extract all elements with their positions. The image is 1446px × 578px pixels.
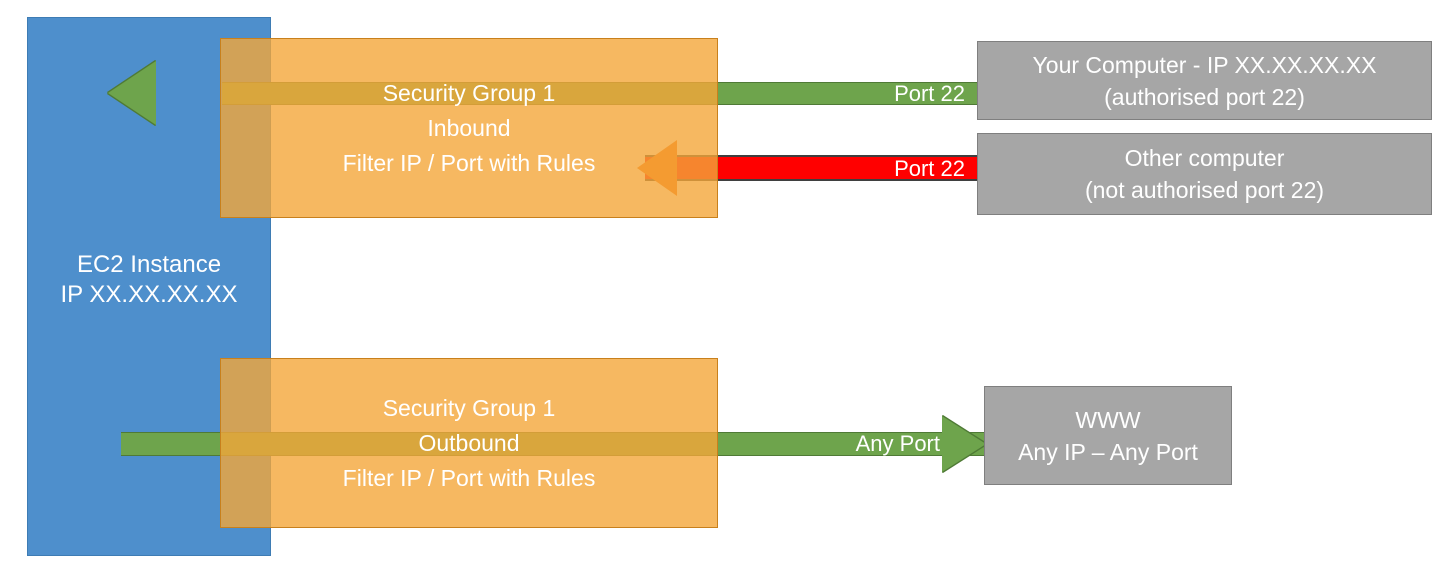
endpoint-other-computer-title: Other computer [1124, 145, 1285, 171]
endpoint-your-computer-title: Your Computer - IP XX.XX.XX.XX [1032, 51, 1377, 78]
security-group-outbound-title: Security Group 1 [382, 394, 556, 421]
security-group-outbound-box: Security Group 1 Outbound Filter IP / Po… [220, 358, 718, 528]
endpoint-your-computer-box: Your Computer - IP XX.XX.XX.XX (authoris… [977, 41, 1432, 120]
endpoint-your-computer-note: (authorised port 22) [1104, 83, 1305, 110]
flow-outbound-allowed-arrowhead-icon [942, 416, 986, 472]
security-group-inbound-direction: Inbound [427, 114, 511, 141]
endpoint-other-computer-box: Other computer (not authorised port 22) [977, 133, 1432, 215]
endpoint-other-computer-note: (not authorised port 22) [1084, 177, 1325, 203]
security-group-inbound-rules: Filter IP / Port with Rules [342, 149, 596, 176]
endpoint-www-title: WWW [1075, 406, 1141, 433]
security-group-outbound-rules: Filter IP / Port with Rules [342, 464, 596, 491]
security-group-inbound-title: Security Group 1 [382, 79, 556, 106]
endpoint-www-note: Any IP – Any Port [1018, 438, 1198, 465]
security-group-inbound-box: Security Group 1 Inbound Filter IP / Por… [220, 38, 718, 218]
flow-inbound-allowed-arrowhead-icon [108, 61, 156, 125]
endpoint-www-box: WWW Any IP – Any Port [984, 386, 1232, 485]
security-group-outbound-direction: Outbound [418, 429, 520, 456]
